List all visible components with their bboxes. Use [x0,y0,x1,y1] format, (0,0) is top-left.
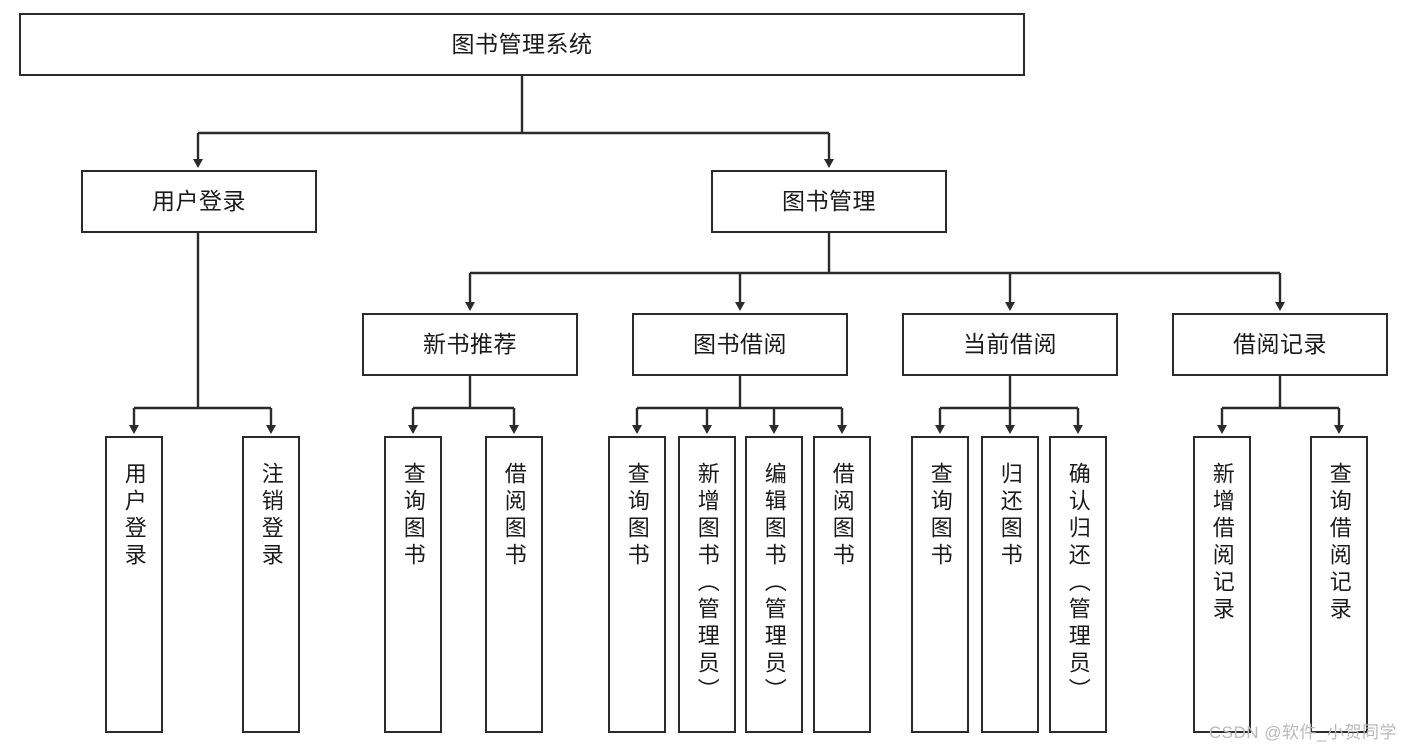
node-leaf-borrow-book[interactable]: 借阅图书 [813,436,871,733]
node-root-book-management-system[interactable]: 图书管理系统 [19,13,1025,76]
node-new-book-recommend[interactable]: 新书推荐 [362,313,578,376]
edges-borrowrecord-to-leaves [1217,376,1344,434]
node-leaf-return-book[interactable]: 归还图书 [981,436,1039,733]
node-user-login[interactable]: 用户登录 [81,170,317,233]
node-leaf-query-book-current[interactable]: 查询图书 [911,436,969,733]
node-leaf-confirm-return-admin[interactable]: 确认归还（管理员） [1049,436,1107,733]
watermark-text: CSDN @软件_小贺同学 [1208,723,1397,742]
node-label: 编辑图书（管理员） [761,462,787,705]
node-leaf-add-borrow-record[interactable]: 新增借阅记录 [1193,436,1251,733]
node-label: 当前借阅 [963,330,1057,357]
node-label: 图书管理系统 [451,30,593,57]
node-leaf-query-borrow-record[interactable]: 查询借阅记录 [1310,436,1368,733]
node-current-borrow[interactable]: 当前借阅 [902,313,1118,376]
edges-userlogin-to-leaves [129,233,276,434]
node-label: 新书推荐 [423,330,517,357]
node-leaf-query-book-borrow[interactable]: 查询图书 [608,436,666,733]
node-leaf-edit-book-admin[interactable]: 编辑图书（管理员） [745,436,803,733]
node-book-management[interactable]: 图书管理 [711,170,947,233]
node-label: 查询图书 [927,462,953,570]
node-borrow-record[interactable]: 借阅记录 [1172,313,1388,376]
node-label: 查询图书 [624,462,650,570]
node-label: 图书借阅 [693,330,787,357]
edges-bookmgmt-to-level3 [465,233,1285,311]
node-leaf-query-book-recommend[interactable]: 查询图书 [384,436,442,733]
node-leaf-user-login[interactable]: 用户登录 [105,436,163,733]
node-label: 新增借阅记录 [1209,462,1235,624]
edges-currentborrow-to-leaves [935,376,1083,434]
node-leaf-add-book-admin[interactable]: 新增图书（管理员） [678,436,736,733]
node-book-borrow[interactable]: 图书借阅 [632,313,848,376]
node-label: 查询借阅记录 [1326,462,1352,624]
node-label: 借阅图书 [829,462,855,570]
node-leaf-logout[interactable]: 注销登录 [242,436,300,733]
node-label: 借阅记录 [1233,330,1327,357]
node-leaf-borrow-book-recommend[interactable]: 借阅图书 [485,436,543,733]
edges-bookborrow-to-leaves [632,376,847,434]
node-label: 注销登录 [258,462,284,570]
node-label: 查询图书 [400,462,426,570]
node-label: 确认归还（管理员） [1065,462,1091,705]
node-label: 归还图书 [997,462,1023,570]
node-label: 用户登录 [121,462,147,570]
node-label: 新增图书（管理员） [694,462,720,705]
edges-newbook-to-leaves [408,376,519,434]
node-label: 图书管理 [782,187,876,214]
node-label: 借阅图书 [501,462,527,570]
edges-root-to-level2 [193,76,834,168]
node-label: 用户登录 [152,187,246,214]
